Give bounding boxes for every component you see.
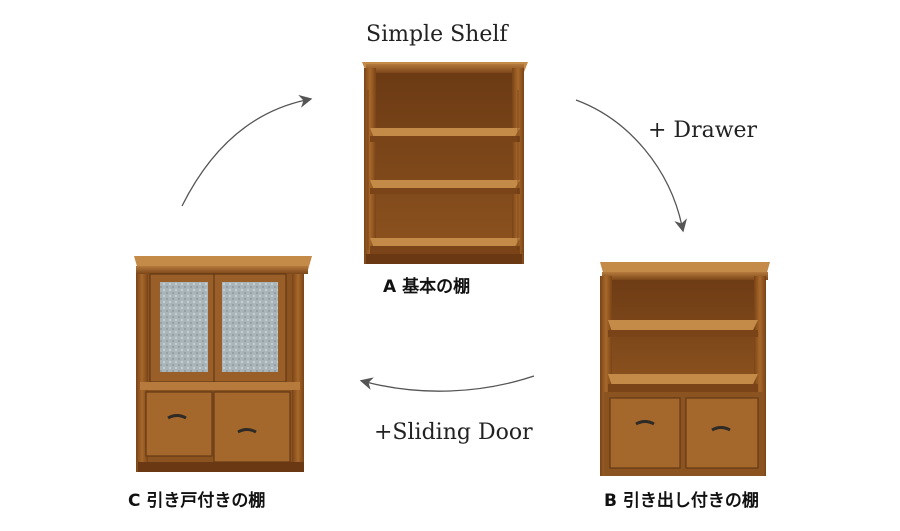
arrow-a-to-b [575, 99, 687, 233]
sliding-door-label: +Sliding Door [374, 420, 533, 445]
simple-shelf-label: Simple Shelf [366, 22, 508, 47]
drawer-handle-icon [635, 420, 655, 426]
shelf-b-caption: B 引き出し付きの棚 [604, 491, 759, 511]
glass-pane [160, 282, 208, 372]
shelf-a-image [362, 62, 528, 264]
shelf-c-image [134, 256, 312, 472]
drawer-label: + Drawer [648, 118, 758, 143]
arrow-b-to-c [359, 375, 535, 392]
shelf-b-image [600, 262, 770, 476]
glass-pane [222, 282, 278, 372]
shelf-c-caption: C 引き戸付きの棚 [128, 491, 266, 511]
arrow-c-to-a [181, 95, 313, 207]
drawer-handle-icon [237, 428, 257, 434]
drawer-handle-icon [167, 414, 187, 420]
shelf-a-caption: A 基本の棚 [383, 277, 471, 297]
drawer-handle-icon [711, 426, 731, 432]
